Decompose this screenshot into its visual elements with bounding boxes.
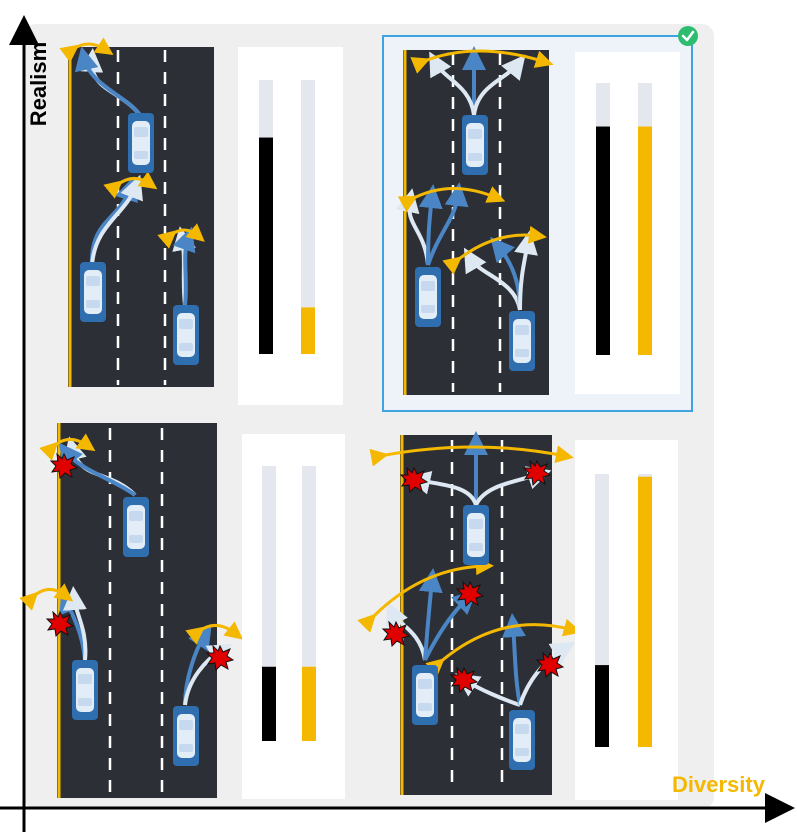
trajectories-top-right	[395, 46, 554, 311]
bars-panel-top-left	[238, 47, 343, 405]
car-icon	[415, 267, 441, 327]
bars-panel-bottom-left	[242, 434, 345, 799]
diversity-bar-track	[301, 80, 315, 354]
diversity-bar-bottom-right	[638, 476, 652, 747]
metric-bars	[259, 80, 652, 747]
car-icon	[72, 660, 98, 720]
car-icon	[462, 115, 488, 175]
y-axis-label: Realism	[24, 34, 54, 134]
car-icon	[80, 262, 106, 322]
trajectories-bottom-left	[19, 433, 244, 706]
x-axis-label: Diversity	[672, 772, 765, 797]
y-axis-label-text: Realism	[26, 41, 52, 127]
realism-bar-top-right	[596, 126, 610, 356]
car-icon	[173, 305, 199, 365]
realism-bar-bottom-left	[262, 666, 276, 741]
car-icon	[412, 665, 438, 725]
car-icon	[123, 497, 149, 557]
car-icon	[509, 710, 535, 770]
diversity-bar-bottom-left	[302, 666, 316, 741]
realism-bar-bottom-right	[595, 665, 609, 747]
bars-panel-bottom-right	[575, 440, 678, 800]
diversity-bar-top-left	[301, 307, 315, 354]
trajectories-top-left	[59, 37, 205, 306]
car-icon	[509, 311, 535, 371]
realism-bar-top-left	[259, 137, 273, 354]
check-circle-icon	[678, 26, 698, 46]
bars-panel-top-right	[575, 52, 680, 394]
car-icon	[173, 706, 199, 766]
diversity-bar-top-right	[638, 126, 652, 356]
car-icon	[463, 505, 489, 565]
car-icon	[128, 113, 154, 173]
